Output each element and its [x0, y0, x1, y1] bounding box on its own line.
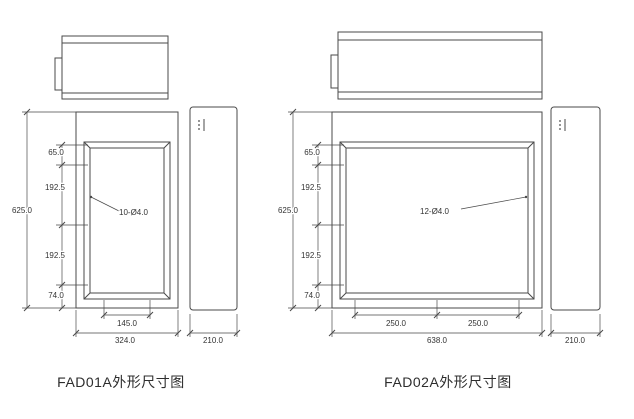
dim-side-depth: 210.0 — [565, 336, 586, 345]
dim-row-spacing-2: 192.5 — [45, 251, 66, 260]
fad02a-top-view-flange — [330, 54, 339, 89]
dim-bottom-inner-left: 250.0 — [386, 319, 407, 328]
fad02a-dimensions: 65.0 192.5 625.0 192.5 74.0 250.0 250.0 … — [277, 108, 604, 346]
fad01a-front-outline — [75, 111, 179, 309]
fad02a-side-outline — [550, 106, 601, 311]
hole-callout-text: 10-Ø4.0 — [119, 208, 148, 217]
fad02a-title: FAD02A外形尺寸图 — [384, 374, 512, 390]
fad01a-frame-inner — [89, 147, 165, 294]
dim-bottom-offset: 74.0 — [48, 291, 64, 300]
grille-dots-icon — [559, 120, 561, 130]
fad01a-title: FAD01A外形尺寸图 — [57, 374, 185, 390]
callout-leader-line — [460, 196, 527, 210]
fad01a-dimension-ticks — [23, 108, 241, 337]
fad02a-top-view-lid-lines — [338, 39, 542, 93]
fad01a-top-view-lid-lines — [62, 42, 168, 94]
fad01a-hole-callout: 10-Ø4.0 — [89, 195, 150, 218]
fad02a-dimension-ticks — [289, 108, 604, 337]
grille-dots-icon — [198, 120, 200, 130]
dim-overall-height: 625.0 — [12, 206, 33, 215]
callout-leader-dot — [89, 195, 93, 199]
fad01a-dimensions: 65.0 192.5 625.0 192.5 74.0 145.0 324.0 … — [11, 108, 241, 346]
callout-leader-dot — [524, 195, 528, 199]
dim-side-depth: 210.0 — [203, 336, 224, 345]
fad01a-frame-outer — [83, 141, 171, 300]
dim-overall-width: 638.0 — [427, 336, 448, 345]
dim-bottom-inner-right: 250.0 — [468, 319, 489, 328]
indicator-circle-icon — [223, 125, 229, 131]
fad01a-frame-miter-lines — [83, 141, 171, 300]
dim-top-offset: 65.0 — [304, 148, 320, 157]
dim-top-offset: 65.0 — [48, 148, 64, 157]
dim-overall-height: 625.0 — [278, 206, 299, 215]
fad01a-top-view — [54, 35, 169, 100]
fad02a-extension-lines — [288, 111, 601, 337]
dim-row-spacing-1: 192.5 — [45, 183, 66, 192]
fad02a-frame-outer — [339, 141, 535, 300]
dim-row-spacing-2: 192.5 — [301, 251, 322, 260]
dim-row-spacing-1: 192.5 — [301, 183, 322, 192]
indicator-circle-icon — [585, 125, 591, 131]
dim-overall-width: 324.0 — [115, 336, 136, 345]
fad01a-top-view-flange — [54, 57, 63, 91]
dim-bottom-offset: 74.0 — [304, 291, 320, 300]
hole-callout-text: 12-Ø4.0 — [420, 207, 449, 216]
fad01a-side-view — [189, 106, 238, 311]
fad02a-frame-miter-lines — [339, 141, 535, 300]
drawing-fad01a: 65.0 192.5 625.0 192.5 74.0 145.0 324.0 … — [11, 35, 241, 390]
dim-bottom-inner-width: 145.0 — [117, 319, 138, 328]
fad02a-top-view-outline — [337, 31, 543, 100]
drawing-fad02a: 65.0 192.5 625.0 192.5 74.0 250.0 250.0 … — [277, 31, 604, 390]
fad02a-hole-callout: 12-Ø4.0 — [419, 195, 528, 217]
fad01a-dimension-lines — [26, 112, 237, 334]
fad01a-side-outline — [189, 106, 238, 311]
fad02a-frame-inner — [345, 147, 529, 294]
fad01a-extension-lines — [22, 111, 238, 337]
fad01a-top-view-outline — [61, 35, 169, 100]
callout-leader-line — [90, 196, 120, 212]
fad02a-side-view — [550, 106, 601, 311]
fad02a-top-view — [330, 31, 543, 100]
